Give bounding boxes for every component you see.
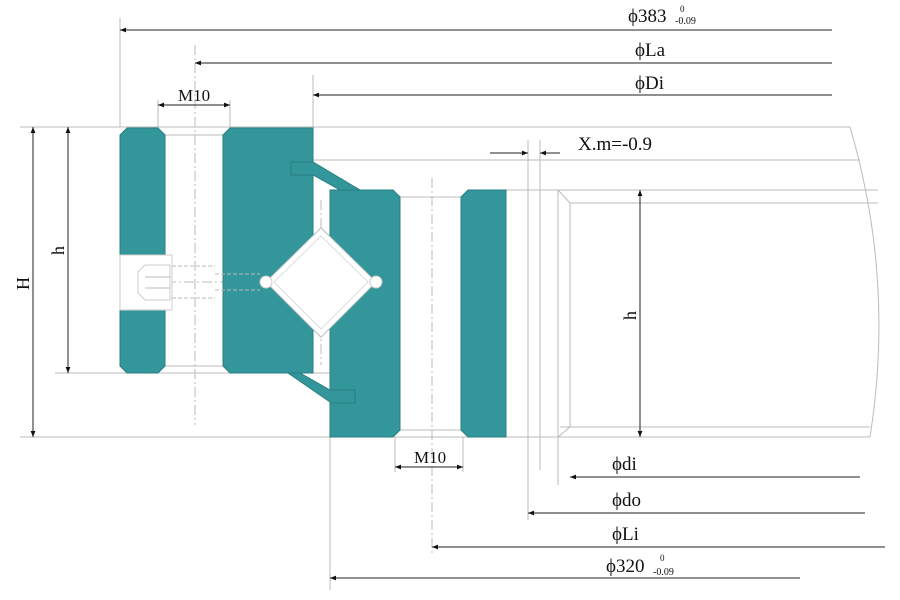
dim-do: ϕdo (612, 490, 641, 511)
outline-lines (20, 18, 880, 590)
dim-La: ϕLa (635, 40, 666, 61)
dim-bolt-bottom: M10 (414, 448, 446, 467)
inner-dia-lower-tol: -0.09 (653, 567, 674, 578)
dim-bolt-top: M10 (178, 86, 210, 105)
bolt-nut (119, 254, 260, 311)
dim-Li: ϕLi (612, 524, 639, 545)
outer-dia-upper-tol: 0 (680, 4, 685, 14)
dim-inner-diameter: ϕ320 0 -0.09 (606, 553, 674, 578)
dim-h-left: h (48, 246, 68, 255)
outer-dia-label: ϕ383 (628, 6, 667, 27)
seals (286, 161, 362, 404)
inner-dia-label: ϕ320 (606, 556, 645, 577)
dim-Di: ϕDi (635, 73, 664, 94)
dim-di: ϕdi (612, 454, 637, 475)
inner-dia-upper-tol: 0 (660, 553, 665, 563)
outer-dia-lower-tol: -0.09 (675, 16, 696, 27)
roller-raceway (259, 227, 383, 338)
dimension-lines (30, 27, 885, 581)
dim-H: H (13, 277, 33, 290)
dim-shift: X.m=-0.9 (578, 134, 652, 155)
dim-h-right: h (620, 311, 640, 320)
dim-outer-diameter: ϕ383 0 -0.09 (628, 4, 696, 27)
